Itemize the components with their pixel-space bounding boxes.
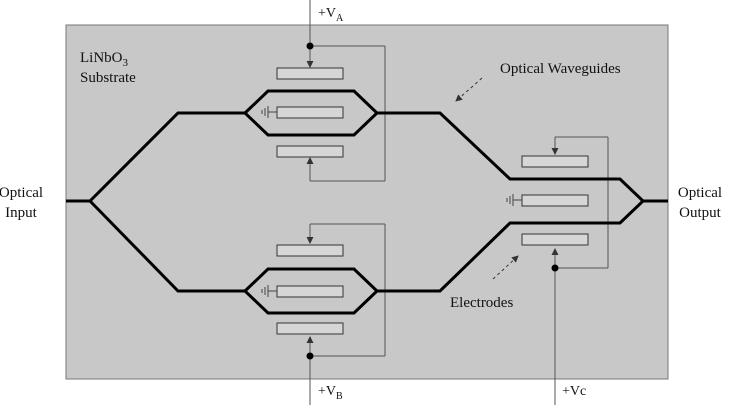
electrode-b-middle	[276, 285, 344, 298]
optical-input-label: Optical	[0, 185, 43, 201]
va-junction-dot	[306, 42, 314, 50]
ground-icon	[506, 194, 522, 206]
optical-waveguides-label: Optical Waveguides	[500, 61, 621, 77]
waveguides	[66, 89, 668, 315]
optical-output-label: Optical	[678, 185, 722, 201]
electrode-b-bottom	[276, 322, 344, 335]
substrate-label-line2: Substrate	[80, 70, 136, 86]
electrode-b-top	[276, 244, 344, 257]
electrode-c-top	[521, 155, 589, 168]
electrode-a-top	[276, 67, 344, 80]
electrode-c-bottom	[521, 233, 589, 246]
vb-junction-dot	[306, 352, 314, 360]
ground-icon	[261, 285, 277, 297]
electrode-a-bottom	[276, 145, 344, 158]
electrode-a-middle	[276, 106, 344, 119]
electrodes-label: Electrodes	[450, 295, 513, 311]
vb-label: +VB	[318, 384, 343, 402]
substrate-label: LiNbO3	[80, 50, 129, 69]
ground-icon	[261, 106, 277, 118]
electrode-c-middle	[521, 194, 589, 207]
va-label: +VA	[318, 6, 344, 24]
optical-output-label-line2: Output	[679, 205, 722, 221]
electrodes-group	[276, 67, 589, 335]
optical-input-label-line2: Input	[5, 205, 37, 221]
vc-junction-dot	[551, 264, 559, 272]
vc-label: +Vc	[562, 384, 586, 399]
